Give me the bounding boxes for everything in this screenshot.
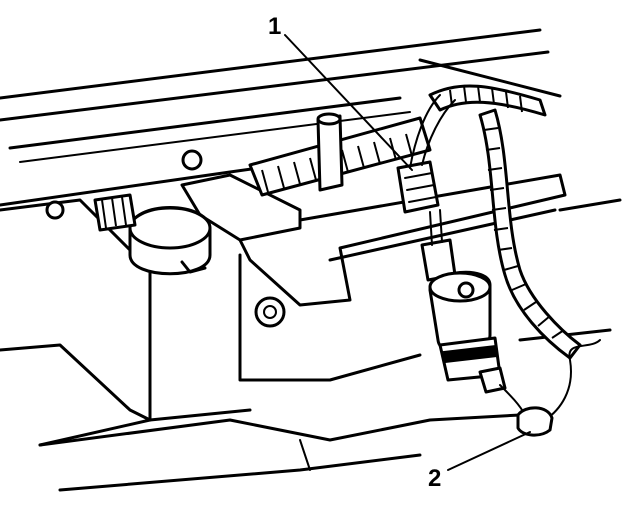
sensor-lead-wire [499, 339, 601, 421]
callout-1: 1 [268, 13, 413, 171]
harness-connector [396, 94, 456, 214]
harness-conduit-vertical [478, 108, 582, 360]
bolts [45, 149, 286, 328]
sensor-body [428, 270, 507, 394]
rear-panel [0, 28, 562, 207]
reservoir-cap [128, 206, 212, 276]
harness-conduit-upper [428, 84, 547, 117]
vacuum-pipe [316, 112, 344, 192]
wire-clip [516, 406, 554, 437]
callout-2-label: 2 [428, 465, 441, 492]
callout-1-label: 1 [268, 13, 281, 40]
mounting-bracket [180, 173, 567, 307]
callout-2: 2 [428, 431, 531, 492]
